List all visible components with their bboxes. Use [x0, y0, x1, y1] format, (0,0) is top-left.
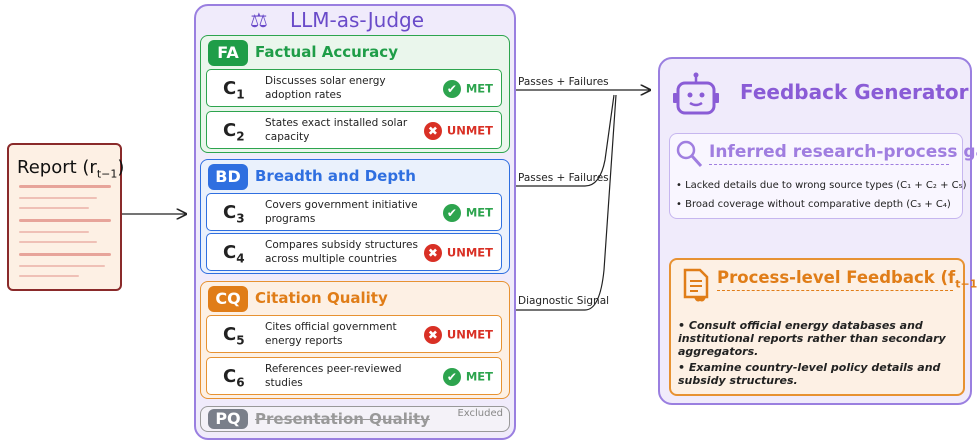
gap-item: • Broad coverage without comparative dep… — [676, 199, 951, 210]
criterion-text: References peer-reviewed studies — [265, 363, 402, 389]
check-icon: ✔ — [442, 368, 461, 386]
process-item: • Examine country-level policy details a… — [678, 361, 941, 387]
group-tag: CQ — [208, 286, 248, 312]
status-badge: ✔MET — [442, 204, 493, 222]
criterion-id: C4 — [223, 242, 245, 266]
group-tag: BD — [208, 164, 248, 190]
cross-icon: ✖ — [423, 326, 442, 344]
status-badge: ✔MET — [442, 368, 493, 386]
process-item: • Consult official energy databases and … — [678, 319, 946, 358]
status-badge: ✔MET — [442, 80, 493, 98]
criterion-text: Cites official government energy reports — [265, 321, 397, 347]
group-title: Presentation Quality — [255, 410, 430, 428]
group-factual-accuracy: FA Factual Accuracy C1 Discusses solar e… — [200, 35, 510, 153]
criterion-text: States exact installed solar capacity — [265, 117, 408, 143]
arrow-label: Diagnostic Signal — [518, 295, 610, 307]
excluded-badge: Excluded — [457, 408, 503, 419]
status-badge: ✖UNMET — [423, 326, 493, 344]
criterion-id: C3 — [223, 202, 245, 226]
text-line — [19, 185, 111, 188]
check-icon: ✔ — [442, 204, 461, 222]
group-title: Breadth and Depth — [255, 167, 416, 185]
criterion-id: C1 — [223, 78, 245, 102]
cross-icon: ✖ — [423, 244, 442, 262]
divider — [717, 290, 953, 291]
divider — [709, 164, 949, 165]
text-line — [19, 207, 89, 209]
cross-icon: ✖ — [423, 122, 442, 140]
group-tag: FA — [208, 40, 248, 66]
robot-icon — [673, 72, 719, 115]
gaps-title: Inferred research-process gaps — [709, 142, 977, 162]
criterion-row: C1 Discusses solar energy adoption rates… — [206, 69, 502, 107]
document-comment-icon — [683, 268, 709, 302]
feedback-generator-title: Feedback Generator — [740, 80, 969, 104]
text-line — [19, 265, 105, 267]
check-icon: ✔ — [442, 80, 461, 98]
criterion-row: C2 States exact installed solar capacity… — [206, 111, 502, 149]
criterion-text: Compares subsidy structures across multi… — [265, 239, 418, 265]
process-feedback-title: Process-level Feedback (ft−1) — [717, 268, 977, 291]
report-card: Report (rt−1) — [7, 143, 125, 291]
text-line — [19, 219, 111, 222]
criterion-id: C6 — [223, 366, 245, 390]
text-line — [19, 275, 79, 277]
arrow-label: Passes + Failures — [518, 76, 609, 88]
arrow-label: Passes + Failures — [518, 172, 609, 184]
criterion-row: C3 Covers government initiative programs… — [206, 193, 502, 231]
group-title: Citation Quality — [255, 289, 388, 307]
group-presentation-quality-excluded: PQ Presentation Quality Excluded — [200, 406, 510, 432]
text-line — [19, 231, 89, 233]
criterion-text: Discusses solar energy adoption rates — [265, 75, 386, 101]
magnifier-icon — [676, 140, 703, 168]
group-citation-quality: CQ Citation Quality C5 Cites official go… — [200, 281, 510, 399]
status-badge: ✖UNMET — [423, 244, 493, 262]
criterion-row: C6 References peer-reviewed studies ✔MET — [206, 357, 502, 395]
criterion-id: C2 — [223, 120, 245, 144]
scale-icon: ⚖ — [250, 8, 268, 32]
gaps-box — [669, 133, 963, 219]
group-tag: PQ — [208, 409, 248, 429]
gap-item: • Lacked details due to wrong source typ… — [676, 180, 967, 191]
text-line — [19, 197, 97, 199]
text-line — [19, 253, 111, 256]
criterion-text: Covers government initiative programs — [265, 199, 418, 225]
process-feedback-box — [669, 258, 965, 396]
criterion-row: C5 Cites official government energy repo… — [206, 315, 502, 353]
report-title: Report (rt−1) — [17, 157, 125, 181]
judge-title: LLM-as-Judge — [290, 8, 425, 32]
group-title: Factual Accuracy — [255, 43, 398, 61]
group-breadth-depth: BD Breadth and Depth C3 Covers governmen… — [200, 159, 510, 274]
criterion-row: C4 Compares subsidy structures across mu… — [206, 233, 502, 271]
status-badge: ✖UNMET — [423, 122, 493, 140]
text-line — [19, 241, 97, 243]
criterion-id: C5 — [223, 324, 245, 348]
